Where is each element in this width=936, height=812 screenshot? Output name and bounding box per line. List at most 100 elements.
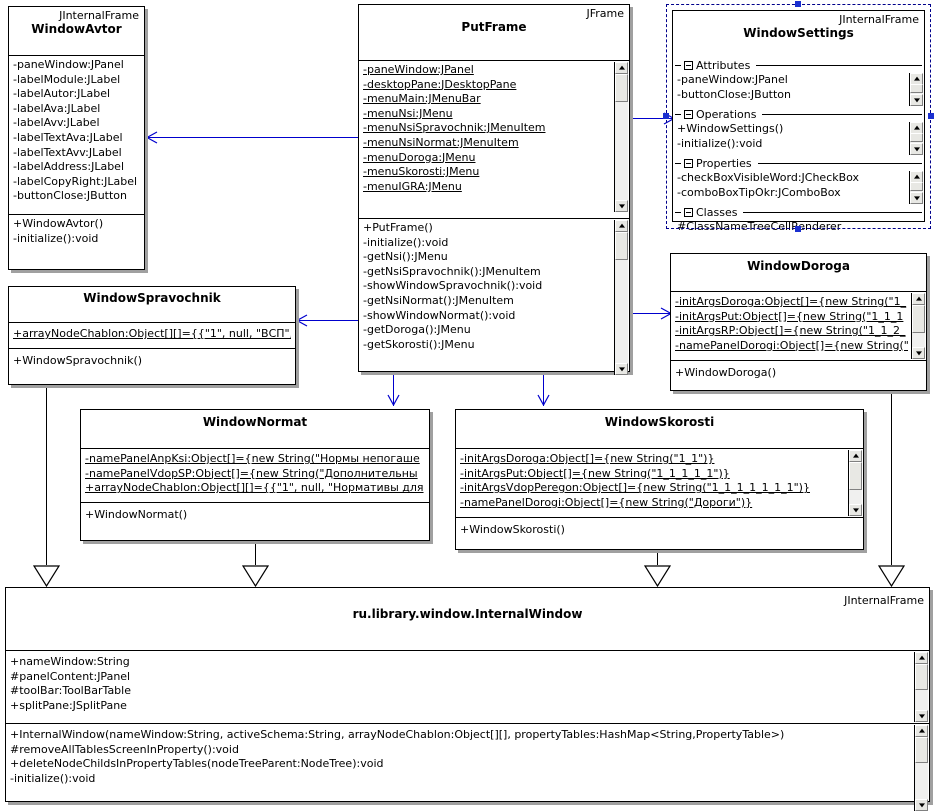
scroll-down-button[interactable] [915, 799, 928, 811]
group-header-classes[interactable]: Classes [673, 204, 924, 220]
arrowhead-windowspravochnik [295, 314, 308, 327]
operation-row: -getDoroga():JMenu [363, 323, 471, 337]
generalization-skorosti-line [657, 550, 658, 565]
operation-row: -showWindowSpravochnik():void [363, 279, 543, 293]
scroll-down-button[interactable] [849, 504, 862, 516]
operations-scrollbar[interactable] [909, 122, 923, 155]
scroll-up-button[interactable] [915, 652, 928, 664]
class-name: WindowNormat [202, 415, 308, 429]
group-rule [757, 162, 922, 164]
attribute-row: -labelAutor:JLabel [13, 87, 111, 101]
scrollbar-thumb[interactable] [915, 664, 928, 690]
attribute-row: -initArgsPut:Object[]={new String("1_1_1… [460, 466, 730, 480]
class-box-window-settings[interactable]: JInternalFrame WindowSettings Attributes… [672, 10, 925, 233]
selection-handle-right[interactable] [928, 113, 934, 119]
scroll-up-button[interactable] [615, 220, 628, 232]
operations-compartment: +WindowNormat() [81, 503, 429, 550]
operations-compartment: +WindowDoroga() [671, 361, 926, 399]
arrowhead-windowavtor [145, 131, 158, 144]
attributes-scrollbar[interactable] [911, 293, 925, 359]
attribute-row: -paneWindow:JPanel [363, 63, 474, 76]
group-header-attributes[interactable]: Attributes [673, 57, 924, 73]
group-dash [675, 113, 681, 115]
operation-row: -showWindowNormat():void [363, 308, 516, 322]
attributes-compartment: +arrayNodeChablon:Object[][]={{"1", null… [9, 323, 295, 349]
scroll-down-button[interactable] [910, 94, 923, 106]
collapse-toggle-icon[interactable] [684, 109, 693, 119]
scrollbar-thumb[interactable] [910, 133, 923, 142]
attributes-scrollbar[interactable] [614, 62, 628, 212]
scroll-down-button[interactable] [615, 200, 628, 212]
class-name: WindowSpravochnik [83, 291, 221, 305]
scroll-down-button[interactable] [910, 192, 923, 204]
scroll-down-button[interactable] [615, 363, 628, 375]
attribute-row: -menuNsiSpravochnik:JMenuItem [363, 121, 546, 135]
scroll-up-button[interactable] [849, 450, 862, 462]
generalization-normat-line [255, 541, 256, 565]
scrollbar-thumb[interactable] [910, 84, 923, 93]
class-stereotype: JInternalFrame [839, 13, 919, 26]
attribute-row: +arrayNodeChablon:Object[][]={{"1", null… [13, 327, 291, 340]
scrollbar-thumb[interactable] [849, 462, 862, 490]
group-header-operations[interactable]: Operations [673, 106, 924, 122]
group-dash [675, 64, 681, 66]
scrollbar-thumb[interactable] [910, 182, 923, 191]
class-box-window-skorosti[interactable]: WindowSkorosti -initArgsDoroga:Object[]=… [455, 409, 864, 550]
generalization-normat-triangle [241, 565, 270, 588]
scroll-down-button[interactable] [915, 710, 928, 722]
group-header-properties[interactable]: Properties [673, 155, 924, 171]
attributes-scrollbar[interactable] [909, 73, 923, 106]
attributes-compartment: -paneWindow:JPanel -desktopPane:JDesktop… [359, 61, 629, 219]
assoc-putframe-windowskorosti [543, 372, 544, 406]
operations-compartment: +WindowAvtor() -initialize():void [9, 215, 144, 276]
collapse-toggle-icon[interactable] [684, 207, 693, 217]
attribute-row: -labelTextAvv:JLabel [13, 145, 122, 159]
attribute-row: -buttonClose:JButton [677, 87, 792, 101]
attributes-scrollbar[interactable] [914, 652, 928, 722]
selection-handle-bottom[interactable] [795, 226, 801, 232]
scrollbar-thumb[interactable] [615, 232, 628, 260]
operations-scrollbar[interactable] [614, 220, 628, 375]
property-row: -checkBoxVisibleWord:JCheckBox [677, 171, 860, 184]
scrollbar-thumb[interactable] [615, 74, 628, 102]
attribute-row: -namePanelVdopSP:Object[]={new String("Д… [85, 466, 418, 480]
attribute-row: -paneWindow:JPanel [677, 73, 788, 86]
class-box-put-frame[interactable]: JFrame PutFrame -paneWindow:JPanel -desk… [358, 4, 630, 375]
selection-handle-left[interactable] [663, 113, 669, 119]
scroll-down-button[interactable] [910, 143, 923, 155]
attribute-row: -desktopPane:JDesktopPane [363, 77, 517, 91]
scrollbar-thumb[interactable] [915, 737, 928, 763]
group-label: Properties [696, 156, 752, 170]
arrowhead-windowskorosti [537, 394, 550, 407]
operation-row: -getSkorosti():JMenu [363, 337, 475, 351]
selection-handle-top[interactable] [795, 1, 801, 7]
group-label: Operations [696, 107, 757, 121]
class-box-window-spravochnik[interactable]: WindowSpravochnik +arrayNodeChablon:Obje… [8, 286, 296, 385]
operations-scrollbar[interactable] [914, 725, 928, 811]
class-box-window-normat[interactable]: WindowNormat -namePanelAnpKsi:Object[]={… [80, 409, 430, 541]
class-box-window-avtor[interactable]: JInternalFrame WindowAvtor -paneWindow:J… [8, 6, 145, 270]
properties-scrollbar[interactable] [909, 171, 923, 204]
operation-row: -initialize():void [13, 231, 99, 245]
class-box-window-doroga[interactable]: WindowDoroga -initArgsDoroga:Object[]={n… [670, 253, 927, 391]
operation-row: +WindowDoroga() [675, 366, 777, 379]
operations-compartment: +WindowSettings() -initialize():void [673, 122, 924, 155]
scroll-up-button[interactable] [915, 725, 928, 737]
class-name: WindowSettings [743, 26, 854, 40]
scrollbar-thumb[interactable] [912, 305, 925, 333]
collapse-toggle-icon[interactable] [684, 60, 693, 70]
operations-compartment: +PutFrame() -initialize():void -getNsi()… [359, 219, 629, 377]
assoc-putframe-windownormat [393, 372, 394, 406]
attribute-row: -namePanelAnpKsi:Object[]={new String("Н… [85, 452, 420, 465]
attributes-scrollbar[interactable] [848, 450, 862, 516]
class-header-window-doroga: WindowDoroga [671, 254, 926, 292]
scroll-down-button[interactable] [912, 347, 925, 359]
scroll-up-button[interactable] [615, 62, 628, 74]
collapse-toggle-icon[interactable] [684, 158, 693, 168]
scroll-up-button[interactable] [912, 293, 925, 305]
attribute-row: -menuIGRA:JMenu [363, 179, 462, 193]
attribute-row: -initArgsDoroga:Object[]={new String("1_… [460, 452, 715, 465]
attributes-compartment: -paneWindow:JPanel -buttonClose:JButton [673, 73, 924, 106]
class-box-internal-window[interactable]: JInternalFrame ru.library.window.Interna… [5, 587, 930, 811]
attributes-compartment: -namePanelAnpKsi:Object[]={new String("Н… [81, 449, 429, 503]
